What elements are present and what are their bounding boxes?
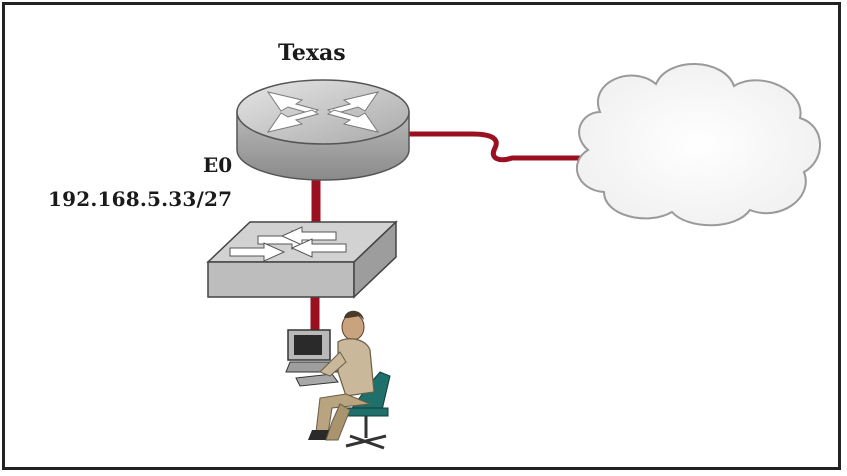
switch-icon	[206, 220, 398, 299]
router-name-label: Texas	[278, 40, 346, 66]
router-icon	[236, 79, 410, 181]
interface-address-label: 192.168.5.33/27	[48, 187, 233, 211]
wan-serial-link	[409, 131, 580, 163]
links	[310, 131, 580, 335]
interface-name-label: E0	[203, 153, 233, 177]
cloud-icon	[576, 63, 821, 227]
workstation-user-icon	[285, 310, 391, 450]
